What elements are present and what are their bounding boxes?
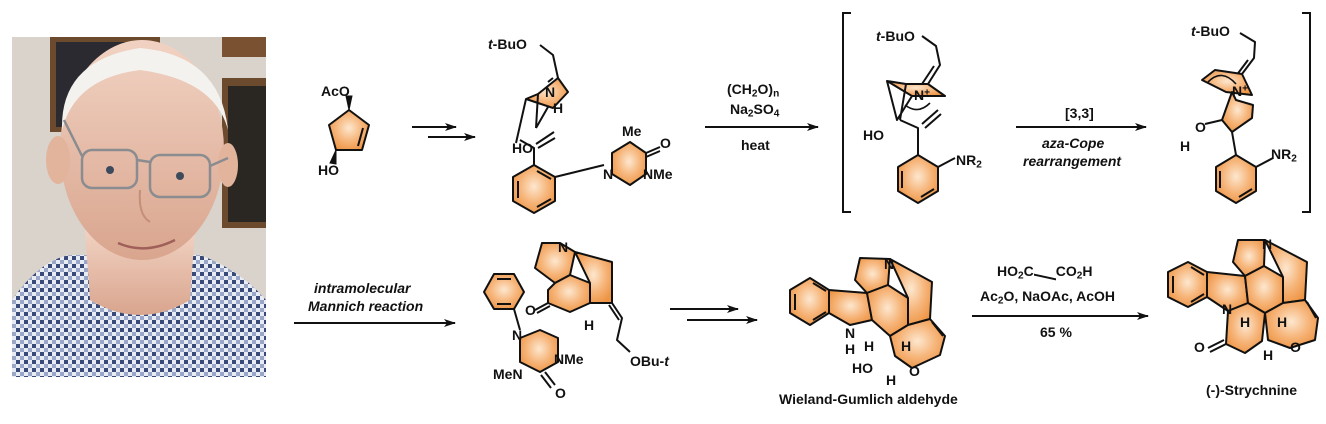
bracket-close [1302,12,1311,213]
label-h: H [1263,347,1274,363]
label-nr2: NR2 [1271,146,1297,165]
label-ho: HO [852,360,873,376]
label-n: N [545,84,556,100]
label-o: O [525,302,536,318]
intermediate-4-mannich-product [483,242,631,389]
label-n: N [512,327,523,343]
label-3-3: [3,3] [1065,105,1094,121]
label-men: MeN [493,366,523,382]
wieland-gumlich-aldehyde-structure [789,257,946,369]
label-aco: AcO [321,83,350,99]
label-intramolecular: intramolecular [314,280,411,296]
label-nh-n: N [845,325,856,341]
compound-name-wieland-gumlich: Wieland-Gumlich aldehyde [779,391,958,407]
label-obu-t: OBu-t [630,353,669,369]
condition-heat: heat [741,137,770,153]
arrow-multistep-5 [670,305,758,324]
label-n: N [1222,301,1233,317]
intermediate-3-aza-cope-product [1201,32,1274,204]
reagent-sodium-sulfate: Na2SO4 [730,101,780,120]
label-n: N [558,239,569,255]
label-h: H [1180,138,1191,154]
arrow-multistep-1 [412,123,476,141]
label-ho: HO [512,140,533,156]
label-n-plus: N+ [1232,83,1249,99]
yield: 65 % [1040,324,1072,340]
label-nh-h: H [845,341,856,357]
wedge-bond [345,95,353,111]
label-h: H [901,338,912,354]
label-n: N [884,256,895,272]
label-nme: NMe [554,351,584,367]
wedge-bond [329,149,337,165]
label-nme: NMe [643,166,673,182]
label-tbuo: t-BuO [1191,23,1230,39]
label-h: H [864,338,875,354]
starting-material-cyclopentenediol [328,95,370,165]
intermediate-2-iminium [886,35,956,204]
strychnine-structure [1167,239,1319,354]
label-h: H [1240,314,1251,330]
label-tbuo: t-BuO [876,28,915,44]
label-mannich-reaction: Mannich reaction [308,298,424,314]
reagent-conditions: Ac2O, NaOAc, AcOH [980,288,1116,307]
label-ho: HO [863,127,884,143]
label-o: O [1195,119,1206,135]
portrait-photo [12,37,266,377]
label-o: O [1290,339,1301,355]
label-o-ketone: O [1194,339,1205,355]
label-tbuo: t-BuO [488,36,527,52]
label-ho: HO [318,162,339,178]
label-h: H [584,317,595,333]
label-rearrangement: rearrangement [1023,153,1122,169]
bracket-open [842,12,851,213]
label-nr2: NR2 [956,152,982,171]
label-aza-cope: aza-Cope [1042,135,1105,151]
label-o: O [555,385,566,401]
label-h: H [1277,314,1288,330]
label-me: Me [622,123,642,139]
reagent-paraformaldehyde: (CH2O)n [727,81,780,100]
label-n: N [603,166,614,182]
intermediate-1-tropane-amine [512,44,661,214]
label-o: O [660,135,671,151]
compound-name-strychnine: (-)-Strychnine [1206,382,1297,398]
label-h: H [886,372,897,388]
label-n-plus: N+ [914,87,931,103]
label-o: O [909,363,920,379]
label-n: N [1262,236,1273,252]
label-h: H [553,100,564,116]
